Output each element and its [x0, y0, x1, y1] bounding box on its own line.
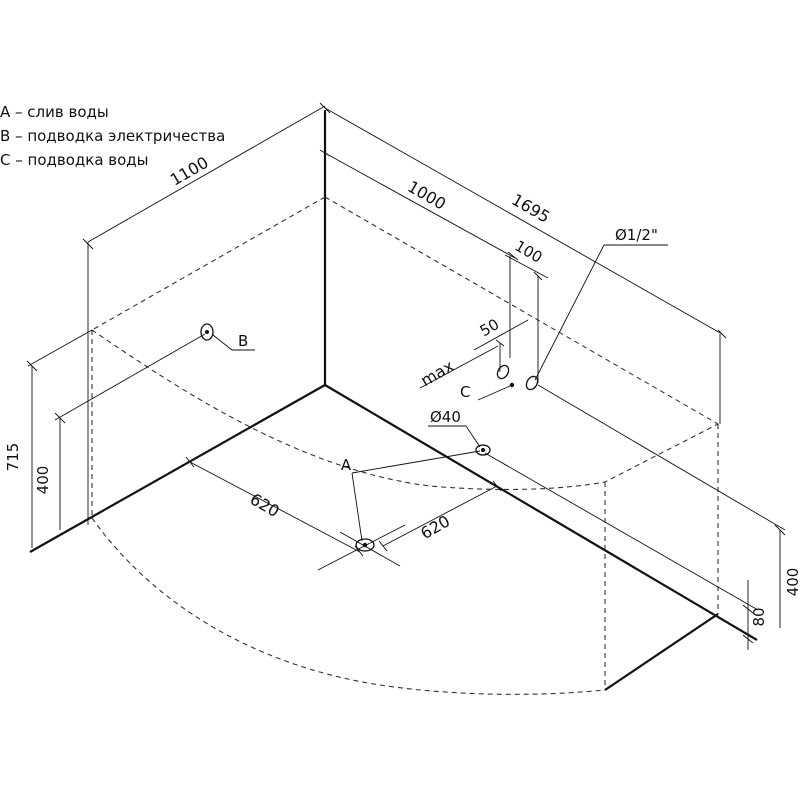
floor-edge-left [29, 384, 326, 553]
water-c-marker: C [460, 364, 539, 401]
max-label: max [417, 356, 457, 390]
bath-outline [91, 196, 719, 695]
dimension-715-label: 715 [4, 443, 22, 472]
dimension-1000-label: 1000 [404, 177, 449, 214]
wall-edges [29, 110, 758, 641]
dimension-620-left: 620 [185, 456, 364, 557]
legend-item-b: B – подводка электричества [0, 127, 226, 145]
dimension-620-right-label: 620 [417, 511, 453, 543]
dimension-80: 80 [484, 452, 768, 650]
drain-a-icon [355, 538, 375, 552]
dimension-50: 50 max [417, 315, 529, 390]
water-pipe-left-icon [496, 364, 510, 380]
drain-a-marker: A [317, 450, 481, 571]
dimension-1695-label: 1695 [508, 190, 553, 227]
pipe-d12-label: Ø1/2" [615, 226, 658, 244]
water-pipe-right-icon [525, 375, 539, 391]
bath-base-edge [604, 613, 719, 691]
dimension-620-left-label: 620 [247, 489, 283, 521]
water-c-label: C [460, 383, 470, 401]
dimension-100-label: 100 [512, 237, 546, 267]
electric-b-label: B [238, 332, 248, 350]
dimension-400-right: 400 [537, 384, 800, 628]
drain-d40-label: Ø40 [430, 408, 461, 426]
drain-d40-marker: Ø40 [428, 408, 491, 456]
dimension-400-left: 400 [34, 333, 206, 530]
legend-item-c: C – подводка воды [0, 151, 149, 169]
drain-a-label: A [341, 456, 352, 474]
dimension-715: 715 [4, 329, 93, 548]
legend: A – слив воды B – подводка электричества… [0, 100, 225, 172]
drain-d40-icon [475, 444, 491, 456]
dimension-400-right-label: 400 [784, 568, 800, 597]
dimension-80-label: 80 [750, 607, 768, 626]
electric-b-icon [200, 323, 214, 341]
dimension-620-right: 620 [378, 480, 502, 552]
pipe-d12-marker: Ø1/2" [534, 226, 668, 381]
legend-item-a: A – слив воды [0, 103, 109, 121]
dimension-400-left-label: 400 [34, 466, 52, 495]
floor-edge-right [324, 384, 758, 641]
electric-b-marker: B [200, 323, 255, 351]
dimension-100: 100 [504, 237, 549, 383]
